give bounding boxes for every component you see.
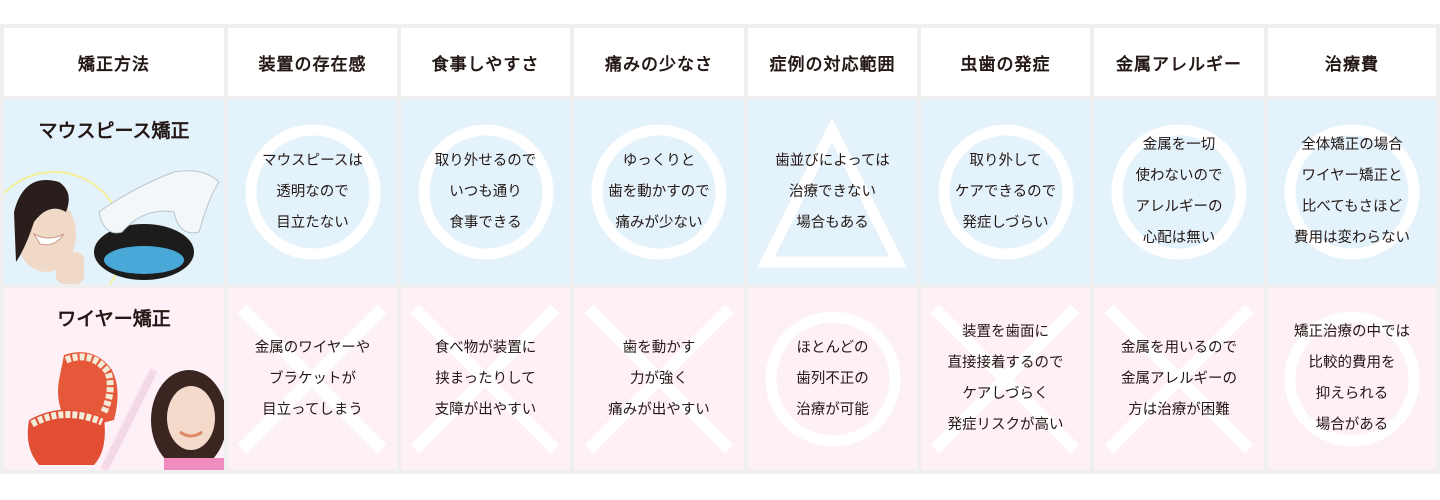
cell-wire-visibility: 金属のワイヤーや ブラケットが 目立ってしまう — [228, 288, 397, 470]
cell-text: 金属のワイヤーや ブラケットが 目立ってしまう — [254, 339, 371, 418]
cell-mouthpiece-visibility: マウスピースは 透明なので 目立たない — [228, 100, 397, 284]
braces-illustration-icon — [27, 352, 224, 470]
header-method: 矯正方法 — [4, 28, 224, 96]
row-label-text: ワイヤー矯正 — [57, 308, 171, 330]
cell-mouthpiece-case-range: 歯並びによっては 治療できない 場合もある — [748, 100, 917, 284]
cell-wire-cost: 矯正治療の中では 比較的費用を 抑えられる 場合がある — [1268, 288, 1436, 470]
comparison-table: 矯正方法 装置の存在感 食事しやすさ 痛みの少なさ 症例の対応範囲 虫歯の発症 … — [0, 24, 1440, 474]
header-visibility: 装置の存在感 — [228, 28, 397, 96]
row-label-wire: ワイヤー矯正 — [4, 288, 224, 470]
cell-wire-metal-allergy: 金属を用いるので 金属アレルギーの 方は治療が困難 — [1094, 288, 1264, 470]
header-case-range: 症例の対応範囲 — [748, 28, 917, 96]
cell-text: 矯正治療の中では 比較的費用を 抑えられる 場合がある — [1294, 324, 1410, 433]
header-cost: 治療費 — [1268, 28, 1436, 96]
cell-text: 取り外せるので いつも通り 食事できる — [434, 152, 537, 231]
cell-wire-case-range: ほとんどの 歯列不正の 治療が可能 — [748, 288, 917, 470]
cell-mouthpiece-eating: 取り外せるので いつも通り 食事できる — [401, 100, 570, 284]
cell-text: 食べ物が装置に 挟まったりして 支障が出やすい — [434, 339, 537, 418]
cell-wire-eating: 食べ物が装置に 挟まったりして 支障が出やすい — [401, 288, 570, 470]
header-cavities: 虫歯の発症 — [921, 28, 1090, 96]
cell-mouthpiece-cavities: 取り外して ケアできるので 発症しづらい — [921, 100, 1090, 284]
cell-text: 金属を用いるので 金属アレルギーの 方は治療が困難 — [1121, 339, 1237, 418]
header-pain: 痛みの少なさ — [574, 28, 744, 96]
cell-text: 歯を動かす 力が強く 痛みが出やすい — [608, 339, 710, 418]
cell-text: 金属を一切 使わないので アレルギーの 心配は無い — [1135, 137, 1223, 246]
cell-wire-pain: 歯を動かす 力が強く 痛みが出やすい — [574, 288, 744, 470]
cell-text: ほとんどの 歯列不正の 治療が可能 — [796, 339, 869, 418]
cell-text: 取り外して ケアできるので 発症しづらい — [954, 152, 1057, 231]
cell-text: 歯並びによっては 治療できない 場合もある — [775, 152, 890, 231]
cell-mouthpiece-cost: 全体矯正の場合 ワイヤー矯正と 比べてもさほど 費用は変わらない — [1268, 100, 1436, 284]
cell-wire-cavities: 装置を歯面に 直接接着するので ケアしづらく 発症リスクが高い — [921, 288, 1090, 470]
cell-text: ゆっくりと 歯を動かすので 痛みが少ない — [608, 152, 710, 231]
row-label-mouthpiece: マウスピース矯正 — [4, 100, 224, 284]
cell-text: マウスピースは 透明なので 目立たない — [262, 152, 363, 231]
row-label-text: マウスピース矯正 — [38, 120, 190, 142]
cell-mouthpiece-metal-allergy: 金属を一切 使わないので アレルギーの 心配は無い — [1094, 100, 1264, 284]
aligner-illustration-icon — [4, 170, 220, 284]
cell-text: 全体矯正の場合 ワイヤー矯正と 比べてもさほど 費用は変わらない — [1294, 137, 1410, 246]
cell-text: 装置を歯面に 直接接着するので ケアしづらく 発症リスクが高い — [947, 324, 1064, 433]
cell-mouthpiece-pain: ゆっくりと 歯を動かすので 痛みが少ない — [574, 100, 744, 284]
header-metal-allergy: 金属アレルギー — [1094, 28, 1264, 96]
header-ease-of-eating: 食事しやすさ — [401, 28, 570, 96]
